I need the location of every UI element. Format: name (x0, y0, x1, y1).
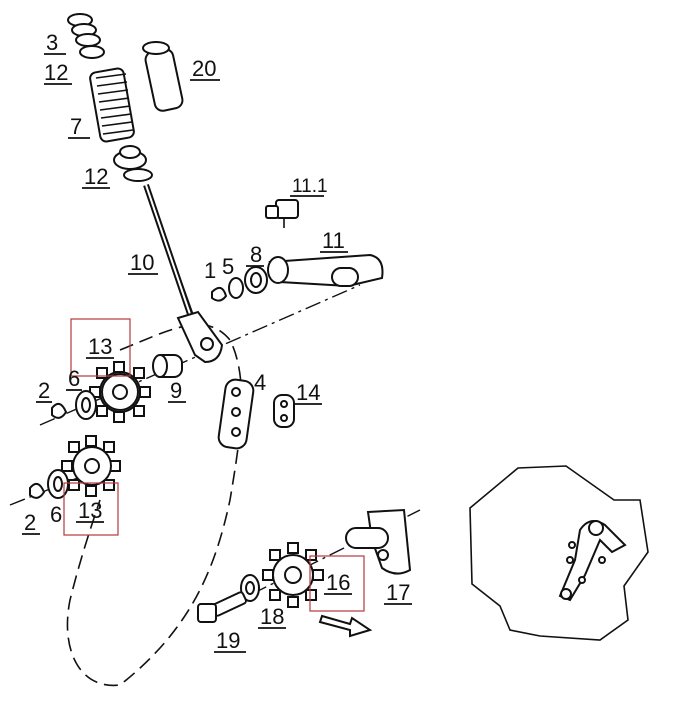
callout-11: 11 (322, 228, 345, 253)
chain-path (66, 324, 243, 687)
callout-13-upper: 13 (88, 334, 112, 359)
callout-18: 18 (260, 604, 284, 629)
inset-machine-view (469, 465, 649, 641)
highlight-box-16 (309, 555, 365, 612)
callout-4: 4 (254, 370, 266, 395)
callout-7: 7 (70, 114, 82, 139)
part-12-cap (113, 145, 153, 182)
callout-6-lower: 6 (50, 502, 62, 527)
part-11-arm (267, 253, 384, 288)
callout-2-lower: 2 (24, 510, 36, 535)
callout-10: 10 (130, 250, 154, 275)
part-17-bracket (345, 508, 412, 575)
callout-9: 9 (170, 378, 182, 403)
direction-arrow (318, 614, 373, 638)
callout-3: 3 (46, 30, 58, 55)
callout-19: 19 (216, 628, 240, 653)
callout-1: 1 (204, 258, 216, 283)
part-2-clip-upper (51, 402, 68, 419)
part-6-washer-upper (75, 390, 97, 420)
callout-14: 14 (296, 380, 320, 405)
part-18-washer (240, 574, 260, 602)
callout-16: 16 (326, 570, 350, 595)
part-5-washer (228, 277, 244, 299)
part-20-sleeve (142, 41, 184, 112)
callout-11-1: 11.1 (292, 176, 328, 197)
part-19-bolt (197, 591, 247, 623)
part-3-clips (67, 13, 105, 59)
callout-12-cap: 12 (84, 164, 108, 189)
callout-12-top: 12 (44, 60, 68, 85)
part-10-rod (143, 184, 224, 364)
part-14-link (273, 394, 295, 428)
callout-5: 5 (222, 254, 234, 279)
part-1-clip (211, 286, 228, 302)
part-11-1-fitting (265, 199, 299, 228)
callout-2-upper: 2 (38, 378, 50, 403)
part-4-chain-link (217, 378, 255, 450)
part-8-bushing (244, 266, 268, 294)
callout-8: 8 (250, 242, 262, 267)
callout-6-upper: 6 (68, 366, 80, 391)
sprocket-16 (262, 542, 324, 608)
part-2-clip-lower (29, 482, 46, 499)
sprocket-lower (61, 435, 121, 497)
highlight-box-13-lower (63, 482, 119, 536)
callout-20: 20 (192, 56, 216, 81)
highlight-box-13-upper (70, 318, 131, 377)
part-6-washer-lower (47, 469, 69, 499)
callout-17: 17 (386, 580, 410, 605)
part-9-bushing (152, 354, 183, 378)
callout-13-lower: 13 (78, 498, 102, 523)
sprocket-upper (89, 361, 151, 423)
part-7-spring (89, 67, 135, 143)
